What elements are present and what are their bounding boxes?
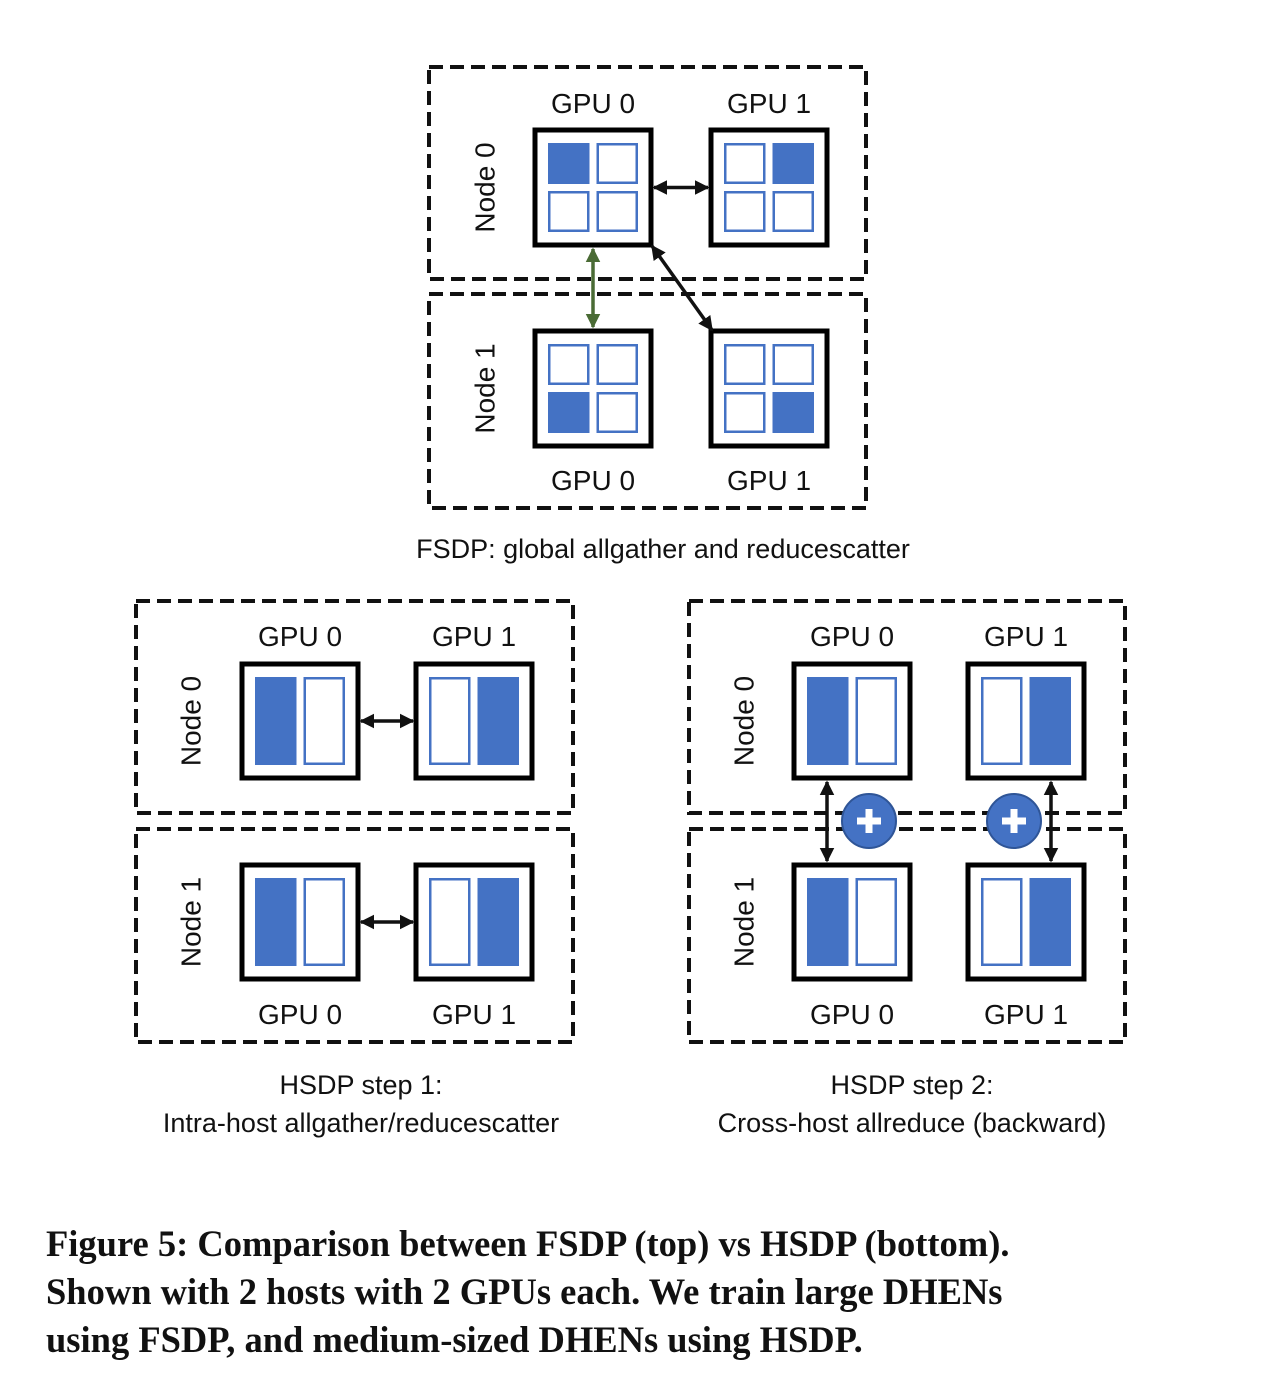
shard-empty [548, 344, 590, 385]
panel-subtitle: HSDP step 1: [279, 1070, 442, 1100]
gpu-1-1: GPU 1 [708, 328, 830, 496]
shard-empty [596, 344, 638, 385]
node-boundary [687, 827, 1127, 1044]
shard-filled [477, 677, 519, 765]
shard-empty [981, 677, 1023, 765]
gpu-label: GPU 0 [810, 999, 894, 1030]
gpu-1-1: GPU 1 [413, 862, 535, 1030]
shard-empty [724, 191, 766, 232]
shard-empty [596, 143, 638, 184]
shard-empty [429, 878, 471, 966]
gpu-label: GPU 1 [432, 621, 516, 652]
plus-icon [865, 809, 873, 833]
reduce-op [841, 793, 897, 849]
gpu-label: GPU 0 [551, 465, 635, 496]
shard-empty [303, 677, 345, 765]
node-0: Node 0 GPU 0 GPU 1 [134, 599, 575, 815]
node-label: Node 0 [176, 676, 207, 766]
node-0: Node 0 GPU 0 GPU 1 [687, 599, 1127, 815]
shard-filled [548, 392, 590, 433]
gpu-label: GPU 1 [432, 999, 516, 1030]
shard-filled [548, 143, 590, 184]
shard-filled [807, 677, 849, 765]
panel-hsdp-step1: Node 0 GPU 0 GPU 1 Node 1 GPU 0 GPU 1 HSDP ste… [134, 599, 575, 1138]
gpu-0-1: GPU 1 [708, 88, 830, 248]
shard-filled [255, 677, 297, 765]
shard-empty [981, 878, 1023, 966]
caption-line: using FSDP, and medium-sized DHENs using… [46, 1319, 863, 1360]
panel-subtitle: Cross-host allreduce (backward) [718, 1108, 1107, 1138]
figure-caption: Figure 5: Comparison between FSDP (top) … [46, 1220, 1246, 1364]
node-label: Node 0 [729, 676, 760, 766]
node-label: Node 1 [176, 877, 207, 967]
node-boundary [687, 599, 1127, 815]
panel-hsdp-step2: Node 0 GPU 0 GPU 1 Node 1 GPU 0 GPU 1 HSDP ste… [687, 599, 1127, 1138]
gpu-1-1: GPU 1 [965, 862, 1087, 1030]
gpu-1-0: GPU 0 [532, 328, 654, 496]
gpu-0-1: GPU 1 [413, 621, 535, 781]
shard-filled [477, 878, 519, 966]
shard-filled [1029, 677, 1071, 765]
node-label: Node 0 [470, 142, 501, 232]
shard-filled [255, 878, 297, 966]
gpu-1-0: GPU 0 [239, 862, 361, 1030]
gpu-label: GPU 1 [984, 621, 1068, 652]
shard-filled [772, 392, 814, 433]
shard-empty [429, 677, 471, 765]
node-label: Node 1 [729, 877, 760, 967]
shard-empty [724, 344, 766, 385]
link-arrow-cross-host [650, 244, 714, 332]
panel-subtitle: FSDP: global allgather and reducescatter [416, 534, 910, 564]
panel-fsdp: Node 0 GPU 0 GPU 1 Node 1 GPU 0 GPU 1 FSDP: gl… [416, 65, 910, 564]
gpu-0-0: GPU 0 [791, 621, 913, 781]
node-1: Node 1 GPU 0 GPU 1 [427, 292, 868, 510]
plus-icon [1010, 809, 1018, 833]
node-1: Node 1 GPU 0 GPU 1 [134, 827, 575, 1044]
node-boundary [427, 65, 868, 281]
caption-line: Shown with 2 hosts with 2 GPUs each. We … [46, 1271, 1003, 1312]
shard-empty [855, 878, 897, 966]
gpu-label: GPU 0 [258, 999, 342, 1030]
gpu-label: GPU 1 [984, 999, 1068, 1030]
shard-empty [596, 392, 638, 433]
shard-empty [855, 677, 897, 765]
node-0: Node 0 GPU 0 GPU 1 [427, 65, 868, 281]
reduce-op [986, 793, 1042, 849]
gpu-0-0: GPU 0 [532, 88, 654, 248]
node-boundary [134, 827, 575, 1044]
gpu-label: GPU 0 [551, 88, 635, 119]
shard-filled [807, 878, 849, 966]
panel-subtitle: HSDP step 2: [830, 1070, 993, 1100]
node-boundary [134, 599, 575, 815]
shard-empty [596, 191, 638, 232]
fsdp-hsdp-diagram: Node 0 GPU 0 GPU 1 Node 1 GPU 0 GPU 1 FSDP: gl… [134, 65, 1127, 1138]
gpu-label: GPU 0 [258, 621, 342, 652]
shard-empty [548, 191, 590, 232]
node-boundary [427, 292, 868, 510]
gpu-label: GPU 1 [727, 88, 811, 119]
gpu-1-0: GPU 0 [791, 862, 913, 1030]
gpu-0-1: GPU 1 [965, 621, 1087, 781]
gpu-label: GPU 1 [727, 465, 811, 496]
shard-empty [772, 191, 814, 232]
shard-filled [772, 143, 814, 184]
shard-filled [1029, 878, 1071, 966]
shard-empty [724, 143, 766, 184]
gpu-label: GPU 0 [810, 621, 894, 652]
shard-empty [724, 392, 766, 433]
shard-empty [303, 878, 345, 966]
node-label: Node 1 [470, 343, 501, 433]
gpu-0-0: GPU 0 [239, 621, 361, 781]
shard-empty [772, 344, 814, 385]
caption-line: Figure 5: Comparison between FSDP (top) … [46, 1223, 1010, 1264]
node-1: Node 1 GPU 0 GPU 1 [687, 827, 1127, 1044]
panel-subtitle: Intra-host allgather/reducescatter [163, 1108, 559, 1138]
